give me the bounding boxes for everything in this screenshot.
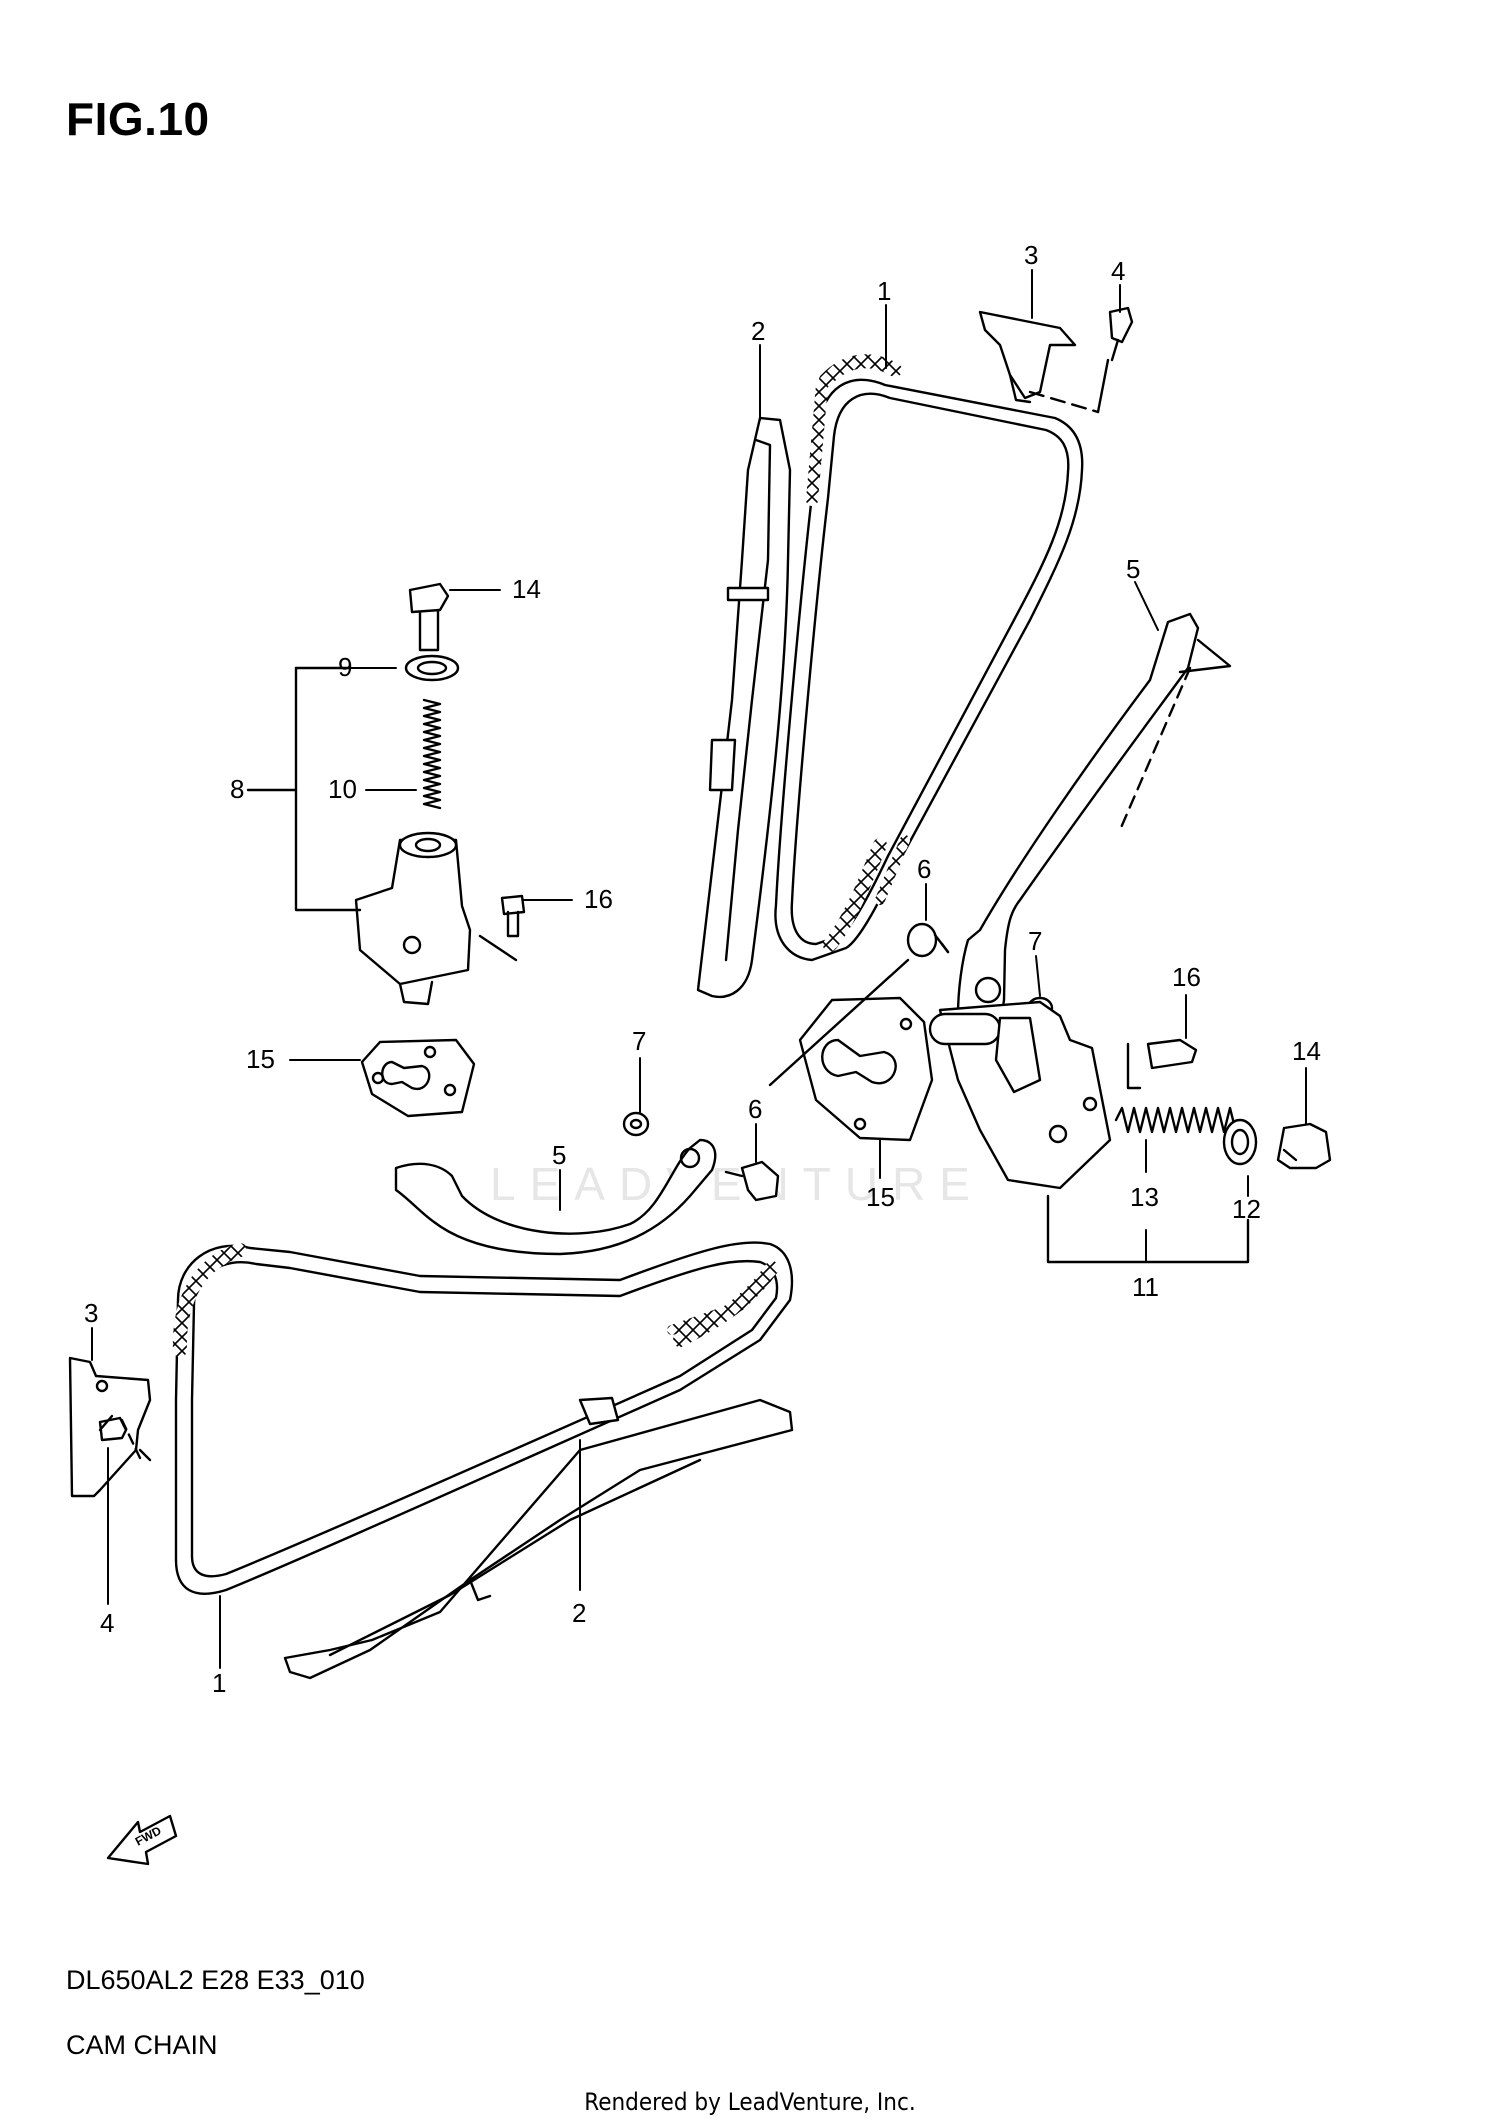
- bolt-no6-right: [906, 922, 950, 958]
- callout-7-mid: 7: [632, 1026, 646, 1056]
- bolt-no4-lower: [98, 1414, 128, 1442]
- render-credit: Rendered by LeadVenture, Inc.: [584, 2088, 916, 2116]
- cam-chain-guide-lower: [283, 1396, 794, 1680]
- callout-11: 11: [1132, 1272, 1159, 1302]
- watermark: LEADVENTURE: [490, 1158, 984, 1210]
- callout-16-left: 16: [584, 884, 613, 914]
- callout-13: 13: [1130, 1182, 1159, 1212]
- leader-3-4-upper: [1028, 390, 1100, 414]
- callout-7-right: 7: [1028, 926, 1042, 956]
- callout-14-left: 14: [512, 574, 541, 604]
- callout-1-bottom: 1: [212, 1668, 226, 1698]
- callout-12: 12: [1232, 1194, 1261, 1224]
- cam-chain-lower: [172, 1241, 794, 1595]
- cam-chain-guide-no3-upper: [978, 310, 1077, 404]
- callout-10: 10: [328, 774, 357, 804]
- tensioner-assembly-right: [622, 996, 1332, 1202]
- callout-4-left: 4: [100, 1608, 114, 1638]
- callout-3-top: 3: [1024, 240, 1038, 270]
- chain-upper-breaks: [794, 686, 964, 724]
- callout-4-top: 4: [1111, 256, 1125, 286]
- tensioner-guide-lower: [394, 1138, 717, 1256]
- cam-chain-upper: [774, 354, 1084, 962]
- callout-leaders: [91, 269, 1307, 1669]
- tensioner-assembly-left: [354, 582, 526, 1118]
- callout-15-left: 15: [246, 1044, 275, 1074]
- leader-right-gasket: [768, 958, 910, 1087]
- callout-8: 8: [230, 774, 244, 804]
- callout-6-mid: 6: [748, 1094, 762, 1124]
- figure-title: FIG.10: [66, 93, 210, 145]
- callout-3-left: 3: [84, 1298, 98, 1328]
- callout-14-right: 14: [1292, 1036, 1321, 1066]
- forward-arrow-icon: FWD: [106, 1814, 178, 1866]
- chain-lower-breaks: [426, 1258, 544, 1484]
- callout-9: 9: [338, 652, 352, 682]
- model-code: DL650AL2 E28 E33_010: [66, 1965, 365, 1995]
- bolt-no4-upper: [1108, 306, 1134, 362]
- bracket-no11: [1046, 1194, 1250, 1264]
- callout-2-bottom: 2: [572, 1598, 586, 1628]
- cam-chain-guide-upper: [696, 416, 792, 999]
- callout-16-right: 16: [1172, 962, 1201, 992]
- callout-2-top: 2: [751, 316, 765, 346]
- callout-6-right: 6: [917, 854, 931, 884]
- callout-labels: 1 2 3 4 5 6 7 14 9 8 10 16 15 16 14 7 6 …: [84, 240, 1321, 1698]
- callout-1-top: 1: [877, 276, 891, 306]
- callout-5-mid: 5: [552, 1140, 566, 1170]
- bracket-no8: [294, 666, 362, 912]
- callout-15-mid: 15: [866, 1182, 895, 1212]
- section-name: CAM CHAIN: [66, 2030, 218, 2060]
- callout-5-right: 5: [1126, 554, 1140, 584]
